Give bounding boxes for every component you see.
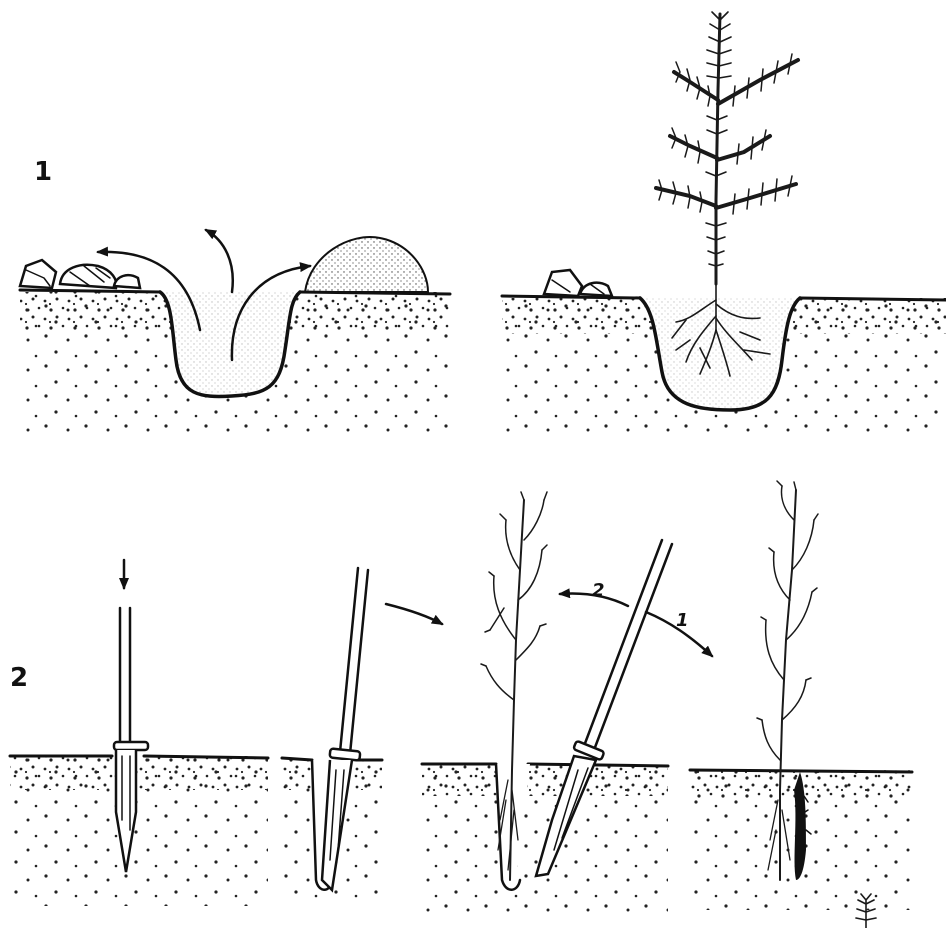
- planted-spruce-panel: [502, 12, 946, 440]
- spear-insert-panel: [10, 560, 268, 906]
- stones-icon: [20, 260, 140, 288]
- spear-tilt-panel: [282, 568, 442, 900]
- next-step-arrow: [386, 604, 442, 624]
- step-arrow-2-label: 2: [592, 580, 605, 601]
- seedling-insert-panel: 2 1: [422, 492, 712, 914]
- step-arrow-1-label: 1: [676, 610, 689, 631]
- dig-hole-panel: [20, 230, 450, 432]
- method-2-label: 2: [10, 663, 28, 693]
- topsoil-arrow: [206, 230, 233, 292]
- planted-seedling-panel: [690, 481, 912, 928]
- method-1-label: 1: [34, 157, 52, 187]
- spruce-seedling-icon: [656, 12, 798, 284]
